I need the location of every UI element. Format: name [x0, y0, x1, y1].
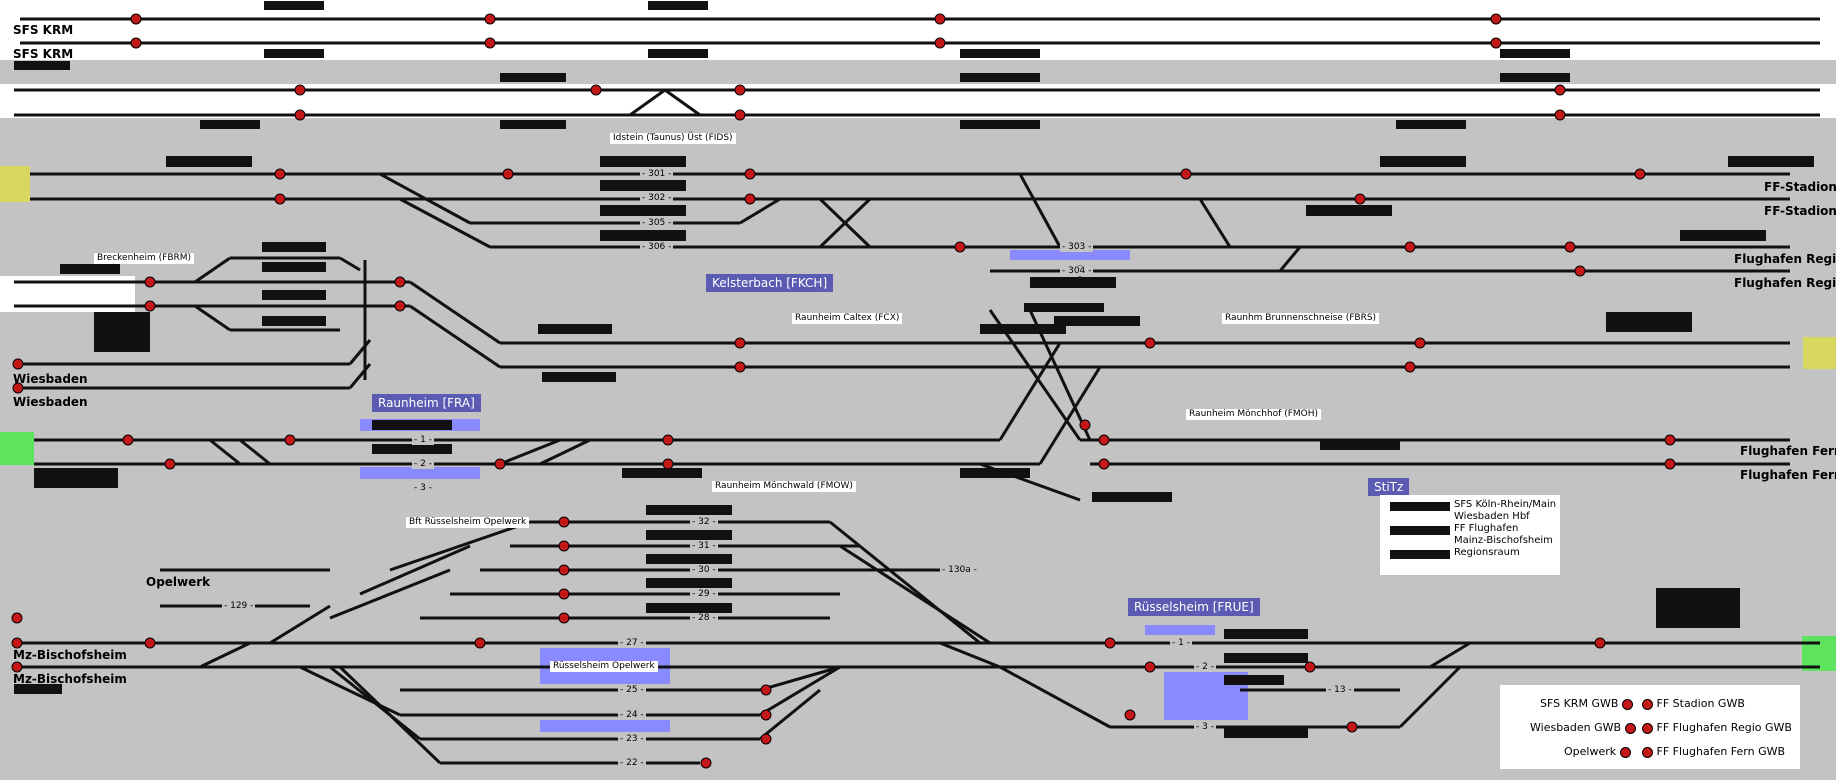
end-mainz-1: Mz-Bischofsheim [13, 648, 127, 662]
stitz-item-5: Regionsraum [1454, 547, 1520, 558]
station-idstein: Idstein (Taunus) Üst (FIDS) [610, 133, 736, 144]
stitz-indicator-3 [1390, 550, 1450, 559]
gwb-signal-icon [1642, 746, 1653, 758]
track-304: - 304 - [1060, 266, 1094, 276]
end-fern-2: Flughafen Fern [1740, 468, 1836, 482]
station-moenchhof: Raunheim Mönchhof (FMOH) [1186, 409, 1322, 420]
header-raunheim[interactable]: Raunheim [FRA] [372, 394, 481, 412]
gwb-label-ff-stadion: FF Stadion GWB [1656, 697, 1745, 710]
track-305: - 305 - [640, 218, 674, 228]
gwb-label-sfs-krm: SFS KRM GWB [1540, 697, 1619, 710]
gwb-item-sfs-krm[interactable]: SFS KRM GWB [1540, 697, 1633, 710]
track-fr2: - 2 - [1194, 662, 1216, 672]
end-mainz-2: Mz-Bischofsheim [13, 672, 127, 686]
route-3-highlight [360, 467, 480, 479]
end-opelwerk: Opelwerk [146, 575, 211, 589]
stitz-indicator-2 [1390, 526, 1450, 535]
station-moenchwald: Raunheim Mönchwald (FMOW) [712, 481, 856, 492]
stitz-item-1: SFS Köln-Rhein/Main [1454, 499, 1557, 510]
track-31: - 31 - [690, 541, 718, 551]
track-23: - 23 - [618, 734, 646, 744]
raunheim-end-marker [0, 432, 34, 465]
gwb-signal-icon [1642, 722, 1653, 734]
track-22: - 22 - [618, 758, 646, 768]
brunnenschneise-end-marker [1803, 337, 1836, 369]
signal-markers [11, 13, 1676, 769]
end-ff-stadion-1: FF-Stadion [1764, 180, 1836, 194]
gwb-signal-icon [1621, 698, 1633, 710]
end-sfs-krm-1: SFS KRM [13, 23, 74, 37]
station-brunnenschneise: Raunhm Brunnenschneise (FBRS) [1222, 313, 1380, 324]
track-3: - 3 - [412, 483, 434, 493]
track-24: - 24 - [618, 710, 646, 720]
end-regio-2: Flughafen Regio [1734, 276, 1836, 290]
header-stitz[interactable]: StiTz [1368, 478, 1410, 496]
track-302: - 302 - [640, 193, 674, 203]
stitz-item-2: Wiesbaden Hbf [1454, 511, 1530, 522]
track-129: - 129 - [222, 601, 256, 611]
track-28: - 28 - [690, 613, 718, 623]
track-306: - 306 - [640, 242, 674, 252]
track-fr3: - 3 - [1194, 722, 1216, 732]
header-opelwerk-yard: Rüsselsheim Opelwerk [550, 661, 658, 672]
track-32: - 32 - [690, 517, 718, 527]
end-sfs-krm-2: SFS KRM [13, 47, 74, 61]
gwb-label-opelwerk: Opelwerk [1564, 745, 1617, 758]
end-wiesbaden-1: Wiesbaden [13, 372, 88, 386]
gwb-label-wiesbaden: Wiesbaden GWB [1530, 721, 1622, 734]
route-fr1-highlight [1145, 625, 1215, 635]
indicator-blocks [14, 1, 1814, 738]
track-1: - 1 - [412, 435, 434, 445]
gwb-item-ff-fern[interactable]: FF Flughafen Fern GWB [1642, 745, 1785, 758]
end-regio-1: Flughafen Regio [1734, 252, 1836, 266]
gwb-signal-icon [1624, 722, 1636, 734]
header-kelsterbach[interactable]: Kelsterbach [FKCH] [706, 274, 834, 292]
track-lines [14, 17, 1820, 765]
gwb-signal-icon [1642, 698, 1653, 710]
stitz-item-4: Mainz-Bischofsheim [1454, 535, 1553, 546]
route-23-highlight [540, 720, 670, 732]
gwb-label-ff-regio: FF Flughafen Regio GWB [1656, 721, 1792, 734]
stitz-panel: SFS Köln-Rhein/Main Wiesbaden Hbf FF Flu… [1380, 495, 1560, 575]
station-raunheim-caltex: Raunheim Caltex (FCX) [792, 313, 903, 324]
track-13: - 13 - [1326, 685, 1354, 695]
route-303-highlight [1010, 250, 1130, 260]
gwb-item-ff-stadion[interactable]: FF Stadion GWB [1642, 697, 1745, 710]
end-fern-1: Flughafen Fern [1740, 444, 1836, 458]
track-130a: - 130a - [940, 565, 979, 575]
gwb-item-wiesbaden[interactable]: Wiesbaden GWB [1530, 721, 1636, 734]
gwb-item-opelwerk[interactable]: Opelwerk [1564, 745, 1631, 758]
ff-stadion-end-marker [0, 166, 30, 202]
track-30: - 30 - [690, 565, 718, 575]
track-fr1: - 1 - [1170, 638, 1192, 648]
track-29: - 29 - [690, 589, 718, 599]
gwb-label-ff-fern: FF Flughafen Fern GWB [1656, 745, 1786, 758]
track-25: - 25 - [618, 685, 646, 695]
end-ff-stadion-2: FF-Stadion [1764, 204, 1836, 218]
track-301: - 301 - [640, 169, 674, 179]
stitz-item-3: FF Flughafen [1454, 523, 1519, 534]
station-bft-opelwerk: Bft Rüsselsheim Opelwerk [406, 517, 530, 528]
gwb-panel: SFS KRM GWB FF Stadion GWB Wiesbaden GWB… [1500, 685, 1800, 769]
gwb-item-ff-regio[interactable]: FF Flughafen Regio GWB [1642, 721, 1792, 734]
station-breckenheim: Breckenheim (FBRM) [94, 253, 195, 264]
gwb-signal-icon [1619, 746, 1631, 758]
track-2: - 2 - [412, 459, 434, 469]
end-wiesbaden-2: Wiesbaden [13, 395, 88, 409]
header-ruesselsheim[interactable]: Rüsselsheim [FRUE] [1128, 598, 1260, 616]
track-303: - 303 - [1060, 242, 1094, 252]
track-27: - 27 - [618, 638, 646, 648]
stitz-indicator-1 [1390, 502, 1450, 511]
